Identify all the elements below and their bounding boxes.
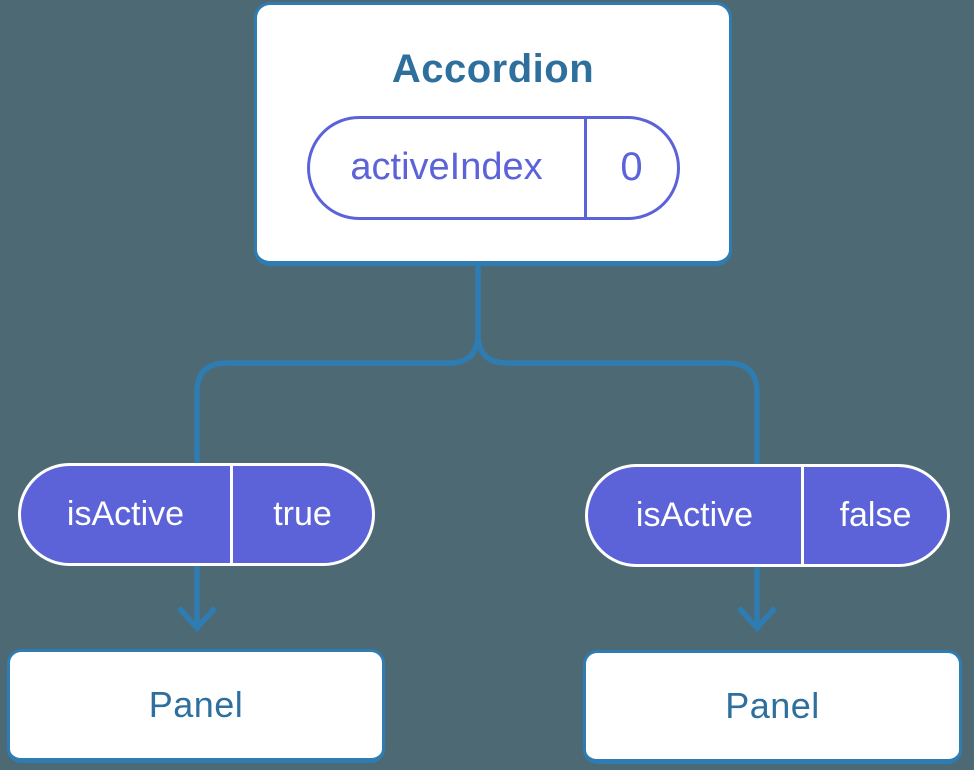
component-title: Accordion (391, 46, 595, 91)
accordion-component-card: Accordion activeIndex 0 (254, 2, 732, 266)
arrow-down-icon (176, 606, 218, 633)
component-title: Panel (148, 684, 244, 725)
arrow-down-icon (736, 606, 778, 633)
prop-value: true (273, 495, 332, 533)
component-title: Panel (725, 685, 820, 726)
prop-pill-left: isActive true (18, 463, 375, 566)
panel-component-card-left: Panel (7, 649, 385, 763)
connector-branch-right (475, 333, 760, 627)
prop-name: isActive (21, 466, 233, 563)
prop-name: isActive (588, 467, 804, 564)
state-value: 0 (620, 145, 643, 189)
state-pill: activeIndex 0 (306, 115, 680, 220)
connector-branch-left (194, 333, 481, 627)
panel-component-card-right: Panel (583, 650, 962, 764)
prop-value: false (839, 496, 912, 534)
state-name: activeIndex (310, 118, 587, 217)
prop-pill-right: isActive false (585, 464, 950, 567)
